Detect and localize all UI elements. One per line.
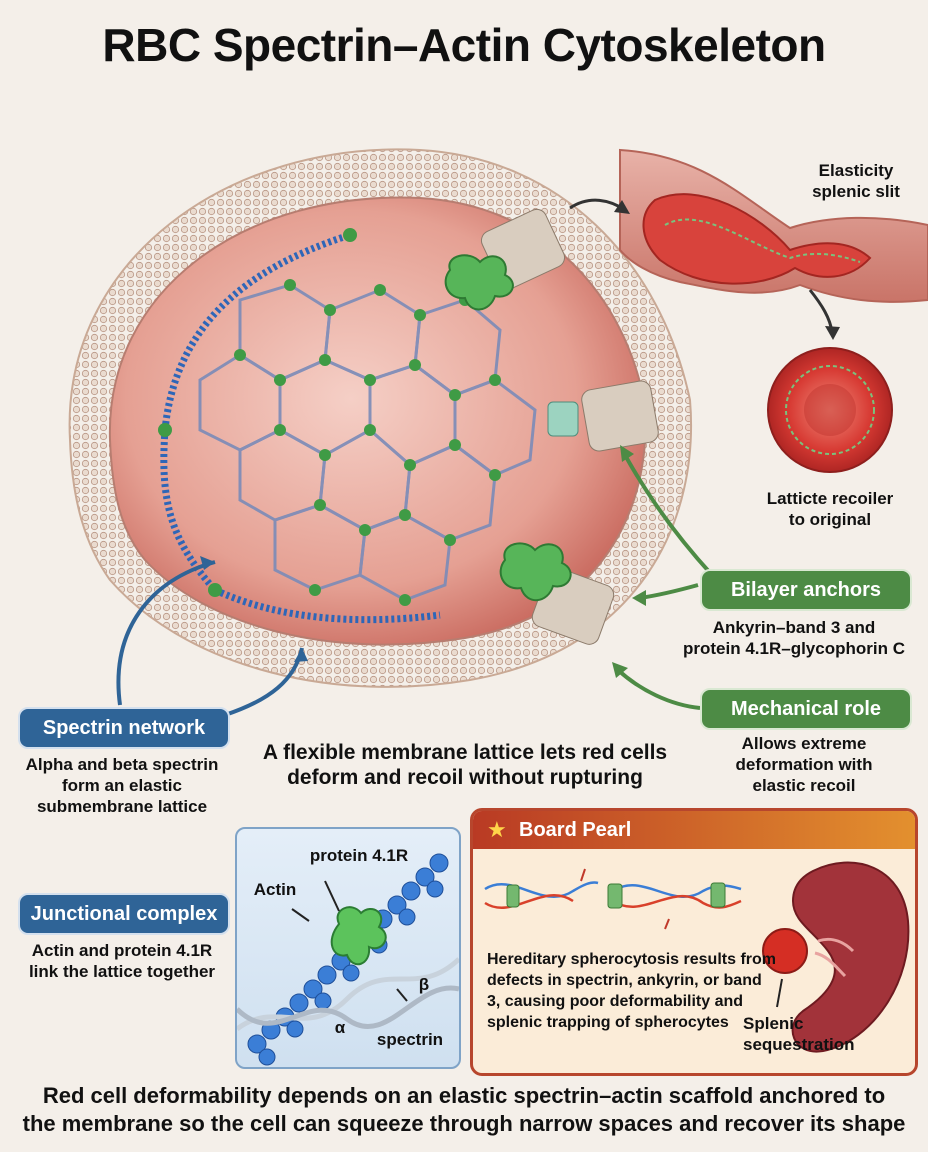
inset-protein-label: protein 4.1R bbox=[309, 846, 409, 865]
junctional-complex-heading: Junctional complex bbox=[18, 893, 230, 935]
board-pearl-title: Board Pearl bbox=[519, 819, 632, 841]
bottom-caption: Red cell deformability depends on an ela… bbox=[22, 1083, 906, 1136]
pointer-arrows bbox=[116, 445, 714, 717]
inset-beta-label: β bbox=[418, 975, 430, 994]
mechanical-role-heading: Mechanical role bbox=[700, 688, 912, 730]
actin-filament bbox=[247, 853, 449, 1066]
board-pearl-header: ★ Board Pearl bbox=[473, 811, 915, 849]
defective-spectrin bbox=[484, 881, 742, 910]
mechanical-role-text: Allows extreme deformation with elastic … bbox=[735, 734, 873, 795]
junctional-nodes bbox=[158, 228, 501, 606]
center-caption: A flexible membrane lattice lets red cel… bbox=[262, 741, 668, 789]
junction-inset: protein 4.1R Actin β α spectrin bbox=[235, 827, 461, 1069]
recoil-label: Latticte recoiler to original bbox=[766, 489, 894, 529]
spleen-icon bbox=[791, 861, 910, 1053]
bilayer-anchors-text: Ankyrin–band 3 and protein 4.1R–glycopho… bbox=[683, 618, 905, 658]
recoiled-rbc bbox=[767, 347, 893, 473]
board-pearl-illustration bbox=[484, 861, 910, 1053]
junctional-complex-text: Actin and protein 4.1R link the lattice … bbox=[28, 941, 216, 981]
inset-alpha-label: α bbox=[334, 1018, 346, 1037]
spectrin-helix bbox=[237, 957, 459, 1032]
inset-actin-label: Actin bbox=[253, 880, 297, 899]
bilayer-anchors-heading: Bilayer anchors bbox=[700, 569, 912, 611]
spectrin-network-text: Alpha and beta spectrin form an elastic … bbox=[25, 755, 219, 816]
splenic-vessel bbox=[619, 148, 928, 303]
inset-illustration bbox=[237, 853, 459, 1066]
spectrin-network-heading: Spectrin network bbox=[18, 707, 230, 749]
spectrin-outer-chain bbox=[160, 231, 441, 624]
board-pearl-text: Hereditary spherocytosis results from de… bbox=[487, 951, 776, 1031]
splenic-slit-label: Elasticity splenic slit bbox=[812, 161, 900, 201]
star-icon: ★ bbox=[487, 817, 507, 842]
cell-interior bbox=[108, 196, 647, 646]
spleen-label: Splenic sequestration bbox=[743, 1014, 855, 1054]
protein-4-1r bbox=[330, 906, 387, 966]
anchor-proteins bbox=[444, 208, 659, 645]
spherocyte-icon bbox=[762, 928, 808, 974]
board-pearl-panel: ★ Board Pearl Hereditary spherocytosis r… bbox=[470, 808, 918, 1076]
page-title: RBC Spectrin–Actin Cytoskeleton bbox=[102, 19, 826, 71]
inset-spectrin-label: spectrin bbox=[376, 1030, 444, 1049]
